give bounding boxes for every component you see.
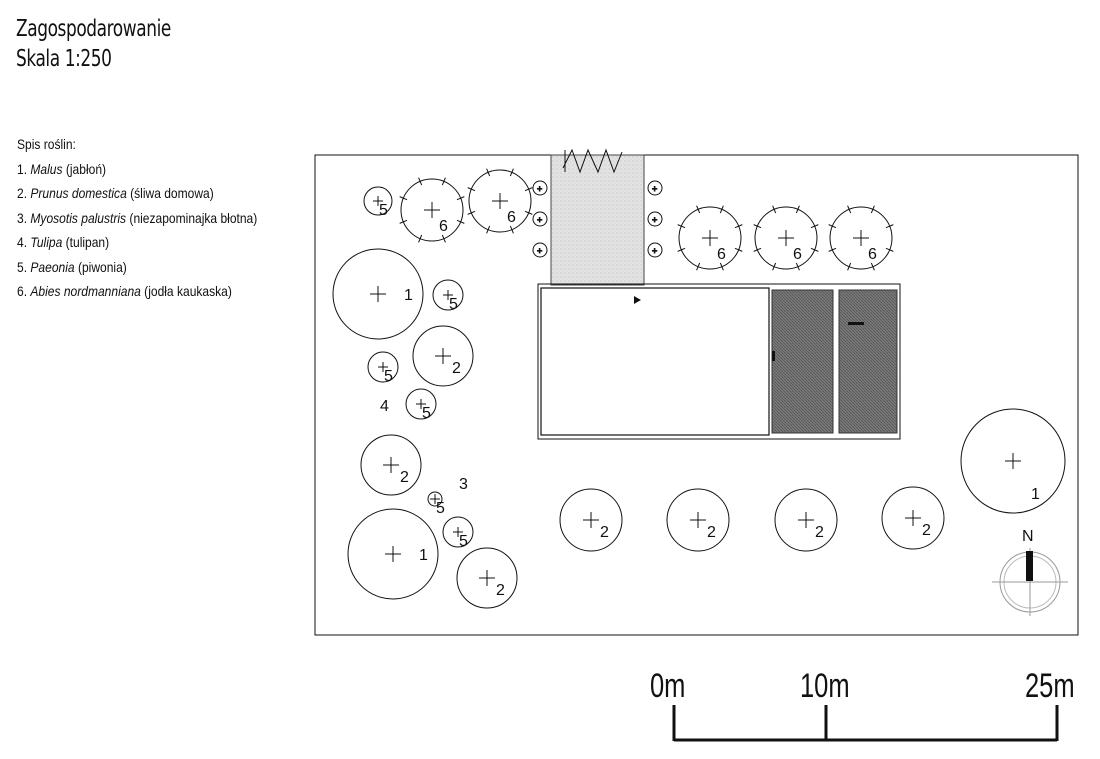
legend-item-common: (tulipan) [65, 234, 110, 250]
legend-item-number: 1. [17, 160, 28, 177]
plant-2: 2 [666, 488, 730, 552]
plant-1: 1 [332, 248, 424, 340]
north-label: N [1022, 528, 1034, 545]
legend-item-latin: Malus [30, 160, 63, 177]
plant-2: 2 [456, 547, 518, 609]
legend-heading: Spis roślin: [17, 136, 76, 152]
legend-item-latin: Tulipa [30, 234, 63, 250]
svg-text:+: + [652, 215, 657, 225]
svg-text:+: + [652, 246, 657, 256]
gate-symbol [562, 148, 623, 174]
legend-item-number: 2. [17, 185, 28, 201]
plant-label: 1 [419, 547, 428, 564]
garage-left [771, 289, 834, 434]
tulip-area-label: 4 [380, 398, 389, 415]
driveway-shrubs: + + + + + + [532, 180, 663, 258]
legend-item: 6. Abies nordmanniana (jodła kaukaska) [17, 279, 257, 304]
forget-me-not-area-label: 3 [459, 476, 468, 493]
plant-2: 2 [412, 325, 474, 387]
house-main [540, 287, 770, 436]
legend-items: 1. Malus (jabłoń)2. Prunus domestica (śl… [17, 157, 257, 304]
svg-text:+: + [537, 215, 542, 225]
plant-legend: Spis roślin: 1. Malus (jabłoń)2. Prunus … [17, 132, 257, 304]
legend-item-latin: Myosotis palustris [30, 209, 127, 226]
plant-2: 2 [774, 488, 838, 552]
plant-label: 6 [717, 246, 726, 263]
legend-item-number: 6. [17, 283, 28, 299]
legend-item-common: (jabłoń) [65, 160, 107, 177]
plant-6: 6 [753, 205, 819, 271]
plant-label: 5 [422, 405, 431, 422]
plant-label: 5 [379, 202, 388, 219]
legend-item: 3. Myosotis palustris (niezapominajka bł… [17, 206, 257, 231]
legend-item-common: (piwonia) [77, 258, 127, 275]
scale-bar [672, 705, 1059, 742]
title-line-2: Skala 1:250 [16, 46, 112, 72]
plant-2: 2 [559, 488, 623, 552]
plot-boundary [314, 154, 1079, 636]
scale-label-10: 10m [800, 668, 850, 705]
scale-label-25: 25m [1025, 668, 1075, 705]
plant-5: 5 [367, 351, 399, 385]
plant-1: 1 [347, 508, 439, 600]
plant-label: 6 [507, 209, 516, 226]
legend-item-latin: Paeonia [30, 258, 75, 275]
plant-label: 2 [922, 522, 931, 539]
plant-label: 2 [496, 582, 505, 599]
plant-5: 5 [363, 186, 393, 219]
plant-label: 2 [707, 524, 716, 541]
window-mark [848, 322, 864, 325]
plant-label: 6 [439, 218, 448, 235]
scale-label-0: 0m [650, 668, 685, 705]
legend-item-number: 3. [17, 209, 28, 226]
plant-label: 5 [449, 296, 458, 313]
plant-6: 6 [828, 205, 894, 271]
door-mark [772, 351, 775, 361]
svg-text:+: + [537, 184, 542, 194]
plant-label: 2 [400, 469, 409, 486]
legend-item-common: (śliwa domowa) [130, 185, 214, 201]
legend-item-latin: Abies nordmanniana [30, 283, 141, 299]
plant-2: 2 [360, 434, 422, 496]
driveway [550, 154, 645, 286]
plant-label: 5 [436, 500, 445, 517]
title-line-1: Zagospodarowanie [16, 16, 171, 42]
svg-text:+: + [537, 246, 542, 256]
plant-5: 5 [405, 388, 437, 422]
plant-label: 2 [600, 524, 609, 541]
legend-item: 5. Paeonia (piwonia) [17, 255, 257, 280]
legend-item-number: 5. [17, 258, 28, 275]
plant-label: 1 [1031, 486, 1040, 503]
entrance-arrow [634, 296, 641, 304]
legend-item-common: (jodła kaukaska) [144, 283, 232, 299]
north-arrow: N [992, 528, 1068, 616]
plant-5: 5 [432, 279, 464, 313]
plant-label: 5 [459, 533, 468, 550]
plant-5: 5 [427, 491, 445, 517]
house-outline [537, 283, 901, 440]
legend-item-number: 4. [17, 234, 28, 250]
legend-item: 2. Prunus domestica (śliwa domowa) [17, 181, 257, 206]
plant-2: 2 [881, 486, 945, 550]
legend-item-common: (niezapominajka błotna) [129, 209, 258, 226]
plant-6: 6 [399, 177, 465, 243]
legend-item-latin: Prunus domestica [30, 185, 127, 201]
plant-label: 2 [452, 360, 461, 377]
svg-text:+: + [652, 184, 657, 194]
plant-label: 2 [815, 524, 824, 541]
legend-item: 4. Tulipa (tulipan) [17, 230, 257, 255]
plant-label: 6 [868, 246, 877, 263]
plant-6: 6 [467, 168, 533, 234]
garage-right [838, 289, 898, 434]
plant-5: 5 [442, 516, 474, 550]
plant-label: 6 [793, 246, 802, 263]
plant-label: 1 [404, 287, 413, 304]
plant-6: 6 [677, 205, 743, 271]
legend-item: 1. Malus (jabłoń) [17, 157, 257, 182]
plant-1: 1 [960, 408, 1066, 514]
plant-label: 5 [384, 368, 393, 385]
drawing-title: Zagospodarowanie Skala 1:250 [16, 14, 171, 74]
